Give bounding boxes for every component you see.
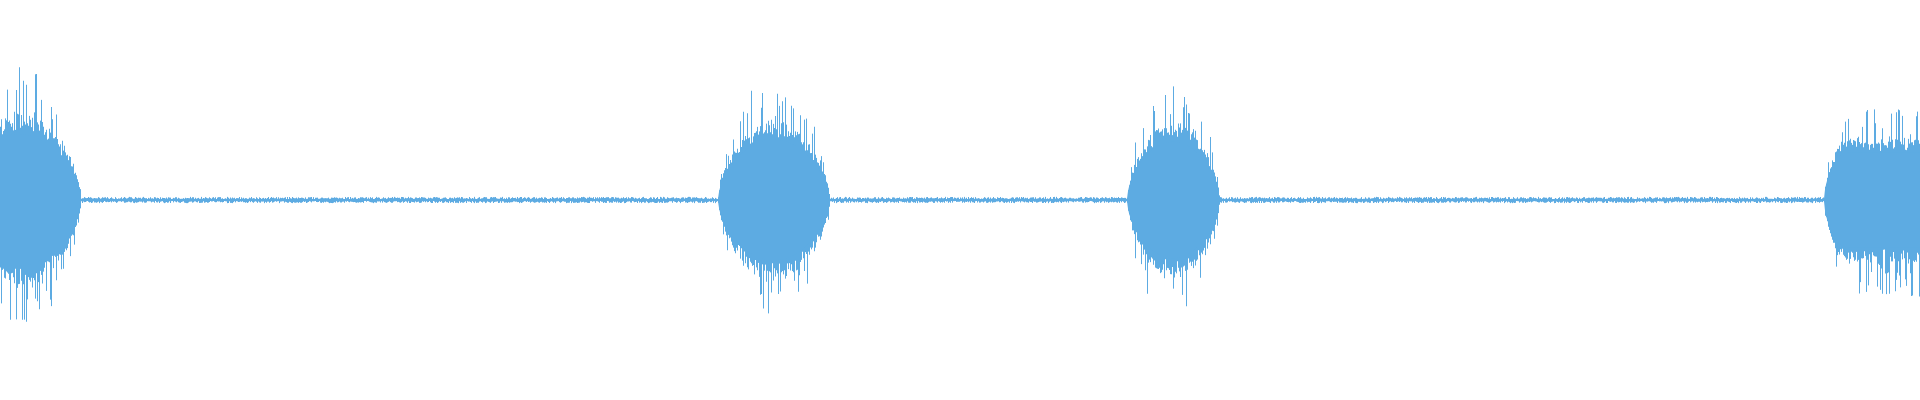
waveform-burst-4	[1824, 152, 1920, 248]
waveform-trace	[0, 67, 1920, 322]
waveform-burst-1	[0, 134, 81, 266]
waveform-burst-2	[718, 139, 829, 261]
waveform-burst-3	[1127, 141, 1219, 259]
